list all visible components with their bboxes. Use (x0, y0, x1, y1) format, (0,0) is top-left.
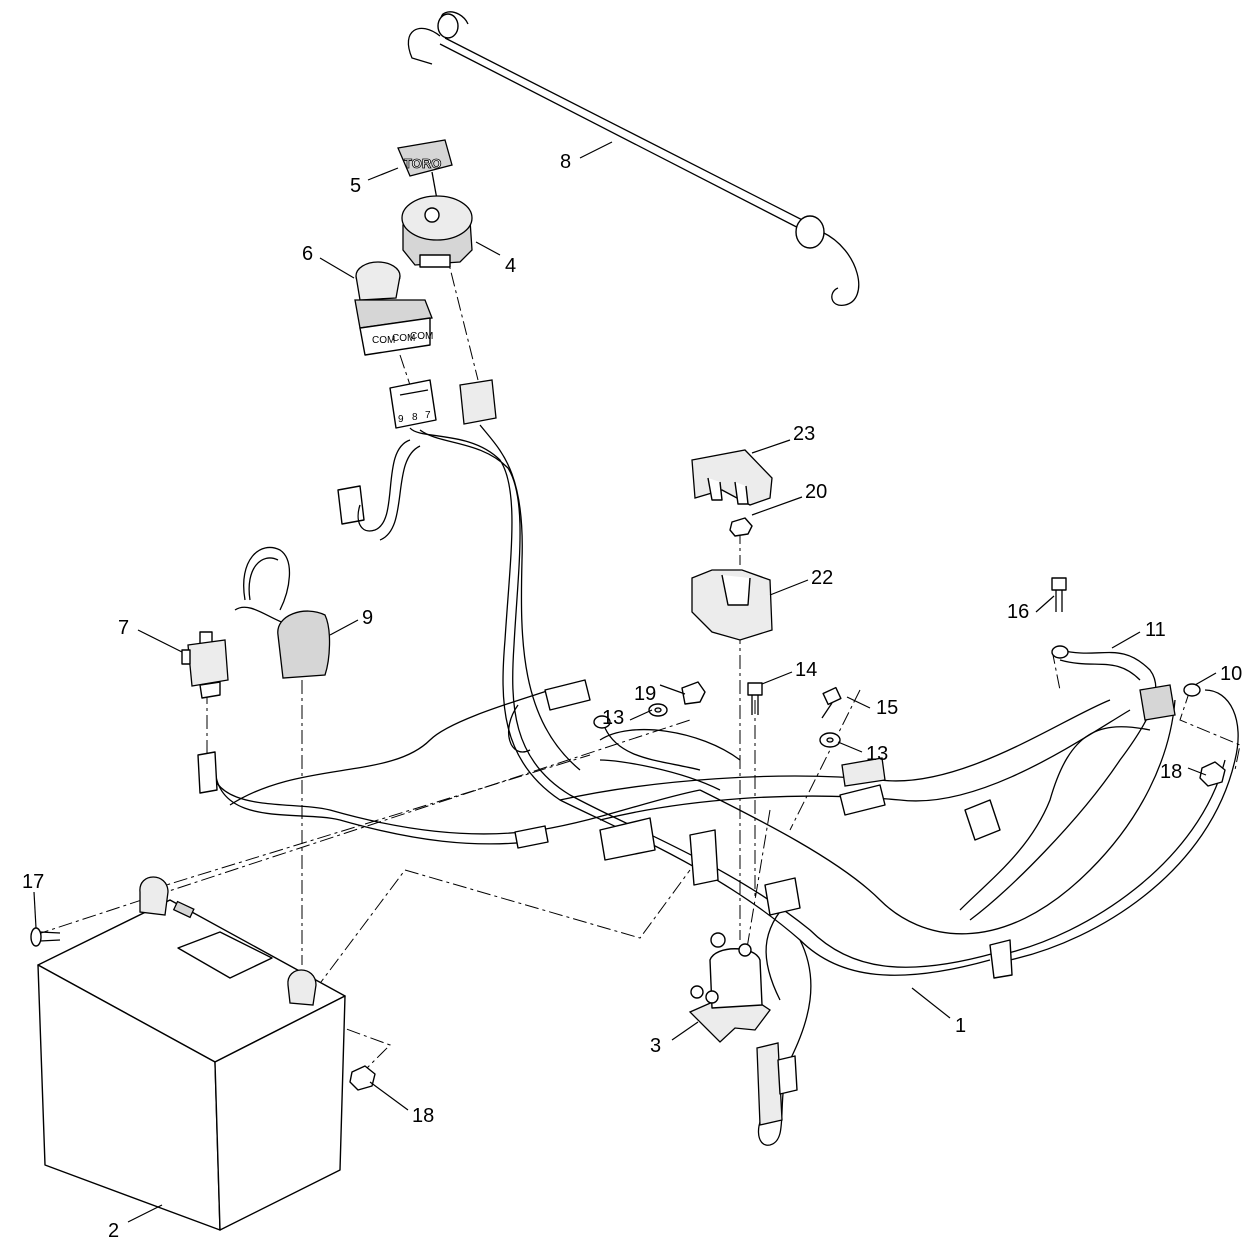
pto-pin-label: COM (372, 335, 395, 346)
callout-6: 6 (302, 243, 313, 265)
rod-hook-part (407, 11, 860, 306)
connector-pin-label: 7 (425, 410, 431, 421)
callout-14: 14 (795, 659, 817, 681)
harness-connector (514, 825, 549, 849)
clamp-part (691, 569, 773, 641)
callout-4: 4 (505, 255, 516, 277)
lower-switch-part (756, 1042, 798, 1126)
harness-connector (839, 784, 886, 816)
connector-part (841, 757, 886, 787)
callout-17: 17 (22, 871, 44, 893)
relay-part (181, 631, 229, 794)
ignition-key-part: TORO (397, 139, 453, 206)
callout-5: 5 (350, 175, 361, 197)
callout-19: 19 (634, 683, 656, 705)
pto-switch-part: COM COM COM (354, 261, 433, 356)
callout-18-left: 18 (412, 1105, 434, 1127)
battery-part (37, 876, 346, 1231)
bolt-part (747, 682, 763, 696)
harness-connector (689, 829, 719, 886)
key-brand-text: TORO (404, 156, 441, 171)
callout-13-left: 13 (602, 707, 624, 729)
terminal-boot-part (234, 546, 331, 679)
cover-part (691, 449, 773, 506)
nut-part (681, 681, 706, 705)
pto-pin-label: COM (392, 333, 415, 344)
harness-connector (1139, 684, 1176, 721)
callout-15: 15 (876, 697, 898, 719)
pto-pin-label: COM (410, 331, 433, 342)
nut-part (349, 1065, 376, 1091)
harness-connector (544, 679, 591, 711)
callout-11: 11 (1145, 619, 1166, 641)
hardware-parts (30, 577, 1226, 1091)
callout-7: 7 (118, 617, 129, 639)
callout-16: 16 (1007, 601, 1029, 623)
harness-clip (989, 939, 1013, 979)
nut-part (1199, 761, 1226, 787)
ring-terminal (593, 715, 611, 729)
harness-upper-connectors: 9 8 7 (337, 379, 497, 525)
callout-9: 9 (362, 607, 373, 629)
harness-connector (599, 817, 656, 861)
main-wire-harness (209, 424, 1239, 1146)
callout-20: 20 (805, 481, 827, 503)
callout-2: 2 (108, 1220, 119, 1242)
callout-22: 22 (811, 567, 833, 589)
harness-connector (964, 799, 1001, 841)
ring-terminal (1183, 683, 1201, 697)
ring-terminal (1051, 645, 1069, 659)
connector-pin-label: 9 (398, 414, 404, 425)
solenoid-part (688, 932, 771, 1043)
bolt-part (30, 927, 42, 947)
callout-labels: 8 5 4 6 7 9 23 20 22 14 15 13 13 19 16 1… (22, 151, 1242, 1242)
connector-pin-label: 8 (412, 412, 418, 423)
pto-pin-labels: COM COM COM (372, 331, 433, 346)
callout-1: 1 (955, 1015, 966, 1037)
leader-lines (33, 141, 1217, 1223)
callout-8: 8 (560, 151, 571, 173)
callout-3: 3 (650, 1035, 661, 1057)
callout-13-right: 13 (866, 743, 888, 765)
nut-part (729, 517, 753, 537)
callout-23: 23 (793, 423, 815, 445)
callout-10: 10 (1220, 663, 1242, 685)
callout-18-right: 18 (1160, 761, 1182, 783)
screw-part (822, 686, 842, 706)
ignition-switch-part (401, 195, 473, 268)
bolt-part (1051, 577, 1067, 591)
harness-connector (764, 877, 801, 916)
